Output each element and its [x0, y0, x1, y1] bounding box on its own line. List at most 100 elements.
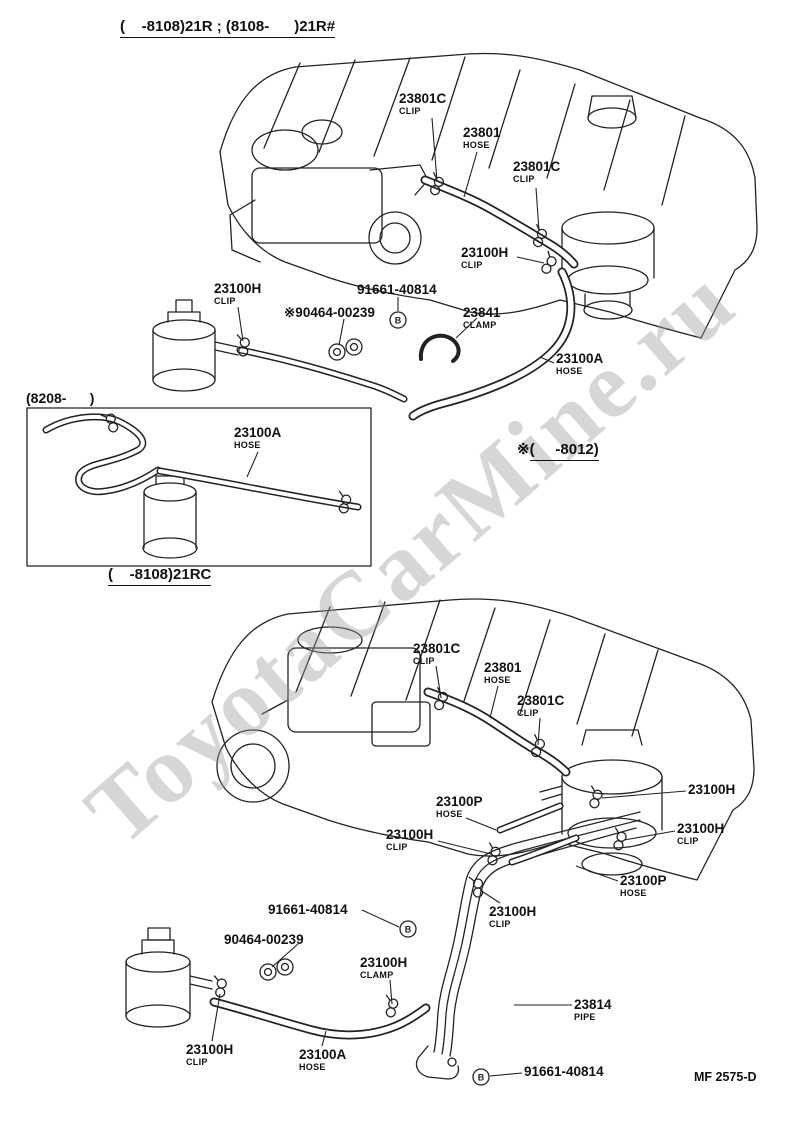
part-type: CLIP	[214, 295, 236, 306]
bolt-letter: B	[478, 1073, 485, 1083]
part-label-90464-00239: ※90464-00239	[284, 305, 375, 321]
part-type: HOSE	[620, 887, 647, 898]
part-number: 23100H	[186, 1042, 234, 1057]
part-number: 23100A	[556, 351, 604, 366]
part-type: CLIP	[461, 259, 483, 270]
part-type: HOSE	[299, 1061, 326, 1072]
hose-23801-2	[423, 687, 571, 777]
part-number: 23801C	[413, 641, 461, 656]
leader-line-inset	[246, 451, 259, 478]
valve-cover-2	[211, 598, 755, 881]
part-number: 23801	[484, 660, 522, 675]
part-type: HOSE	[463, 139, 490, 150]
part-type: CLIP	[386, 841, 408, 852]
leader-lines-2	[211, 665, 687, 1077]
page-code: MF 2575-D	[694, 1070, 757, 1084]
header-code-top-text: ( -8108)21R ; (8108- )21R#	[120, 18, 336, 38]
note-text: ( -8012)	[529, 441, 599, 461]
part-type: HOSE	[556, 365, 583, 376]
fuel-pump-2	[539, 729, 663, 876]
part-number: 23100H	[461, 245, 509, 260]
part-type: CLIP	[677, 835, 699, 846]
part-number: 90464-00239	[224, 932, 304, 947]
mid-code: ( -8108)21RC	[108, 566, 212, 586]
part-number: 23100H	[360, 955, 408, 970]
part-number: 23100P	[620, 873, 667, 888]
hose-23100A-2	[209, 997, 431, 1040]
part-label-91661-40814: 91661-40814	[357, 282, 437, 298]
bolt-letter: B	[395, 316, 402, 326]
part-number: 23814	[574, 997, 612, 1012]
valve-cover-1	[219, 52, 758, 339]
part-type: CLAMP	[463, 319, 497, 330]
part-number: 23100H	[386, 827, 434, 842]
carburetor-1	[229, 119, 429, 265]
part-number: 23100A	[299, 1047, 347, 1062]
part-type: CLIP	[413, 655, 435, 666]
fuel-filter-2	[125, 927, 213, 1028]
part-number: 23100H	[677, 821, 725, 836]
part-number: 91661-40814	[524, 1064, 604, 1079]
hose-23100A-1	[408, 267, 576, 421]
pipe-23814	[433, 811, 641, 1057]
part-type: CLIP	[517, 707, 539, 718]
part-type: HOSE	[484, 674, 511, 685]
part-number: 23100H	[688, 782, 736, 797]
part-label-90464-00239: 90464-00239	[224, 932, 304, 948]
bolt-letter: B	[405, 925, 412, 935]
part-label-23100H: 23100H	[688, 782, 736, 798]
part-number: 91661-40814	[268, 902, 348, 917]
bolt-icon-3: B	[472, 1068, 490, 1086]
part-number: 23801C	[517, 693, 565, 708]
bolt-icon-1: B	[389, 311, 407, 329]
pipe-bracket	[415, 1045, 460, 1080]
part-number: 91661-40814	[357, 282, 437, 297]
part-number: 23100H	[489, 904, 537, 919]
hose-23100P-upper	[496, 802, 564, 834]
inset-code: (8208- )	[26, 390, 95, 406]
part-type: CLIP	[186, 1056, 208, 1067]
note-marker: ※	[517, 441, 530, 458]
inset-hose-loop	[42, 413, 162, 496]
carburetor-2	[216, 626, 431, 803]
inset-hose-23100A	[156, 467, 362, 511]
clamp-90464-2	[259, 958, 294, 981]
hose-23100P-lower	[508, 834, 580, 866]
header-code-top: ( -8108)21R ; (8108- )21R#	[120, 18, 336, 38]
clamp-bracket-23841	[418, 333, 461, 363]
clamp-90464-1	[328, 338, 363, 361]
part-label-91661-40814: 91661-40814	[524, 1064, 604, 1080]
inset-art	[26, 407, 372, 567]
part-number: ※90464-00239	[284, 305, 375, 320]
bolt-icon-2: B	[399, 920, 417, 938]
part-type: PIPE	[574, 1011, 596, 1022]
fuel-filter-1	[152, 299, 239, 392]
part-type: HOSE	[234, 439, 261, 450]
part-label-91661-40814: 91661-40814	[268, 902, 348, 918]
part-number: 23801	[463, 125, 501, 140]
filter-hose-1	[236, 346, 408, 403]
part-type: CLIP	[489, 918, 511, 929]
part-number: 23801C	[513, 159, 561, 174]
note-code: ※( -8012)	[517, 440, 599, 461]
inset-fuel-filter	[142, 475, 198, 559]
leader-lines-1	[237, 117, 555, 364]
